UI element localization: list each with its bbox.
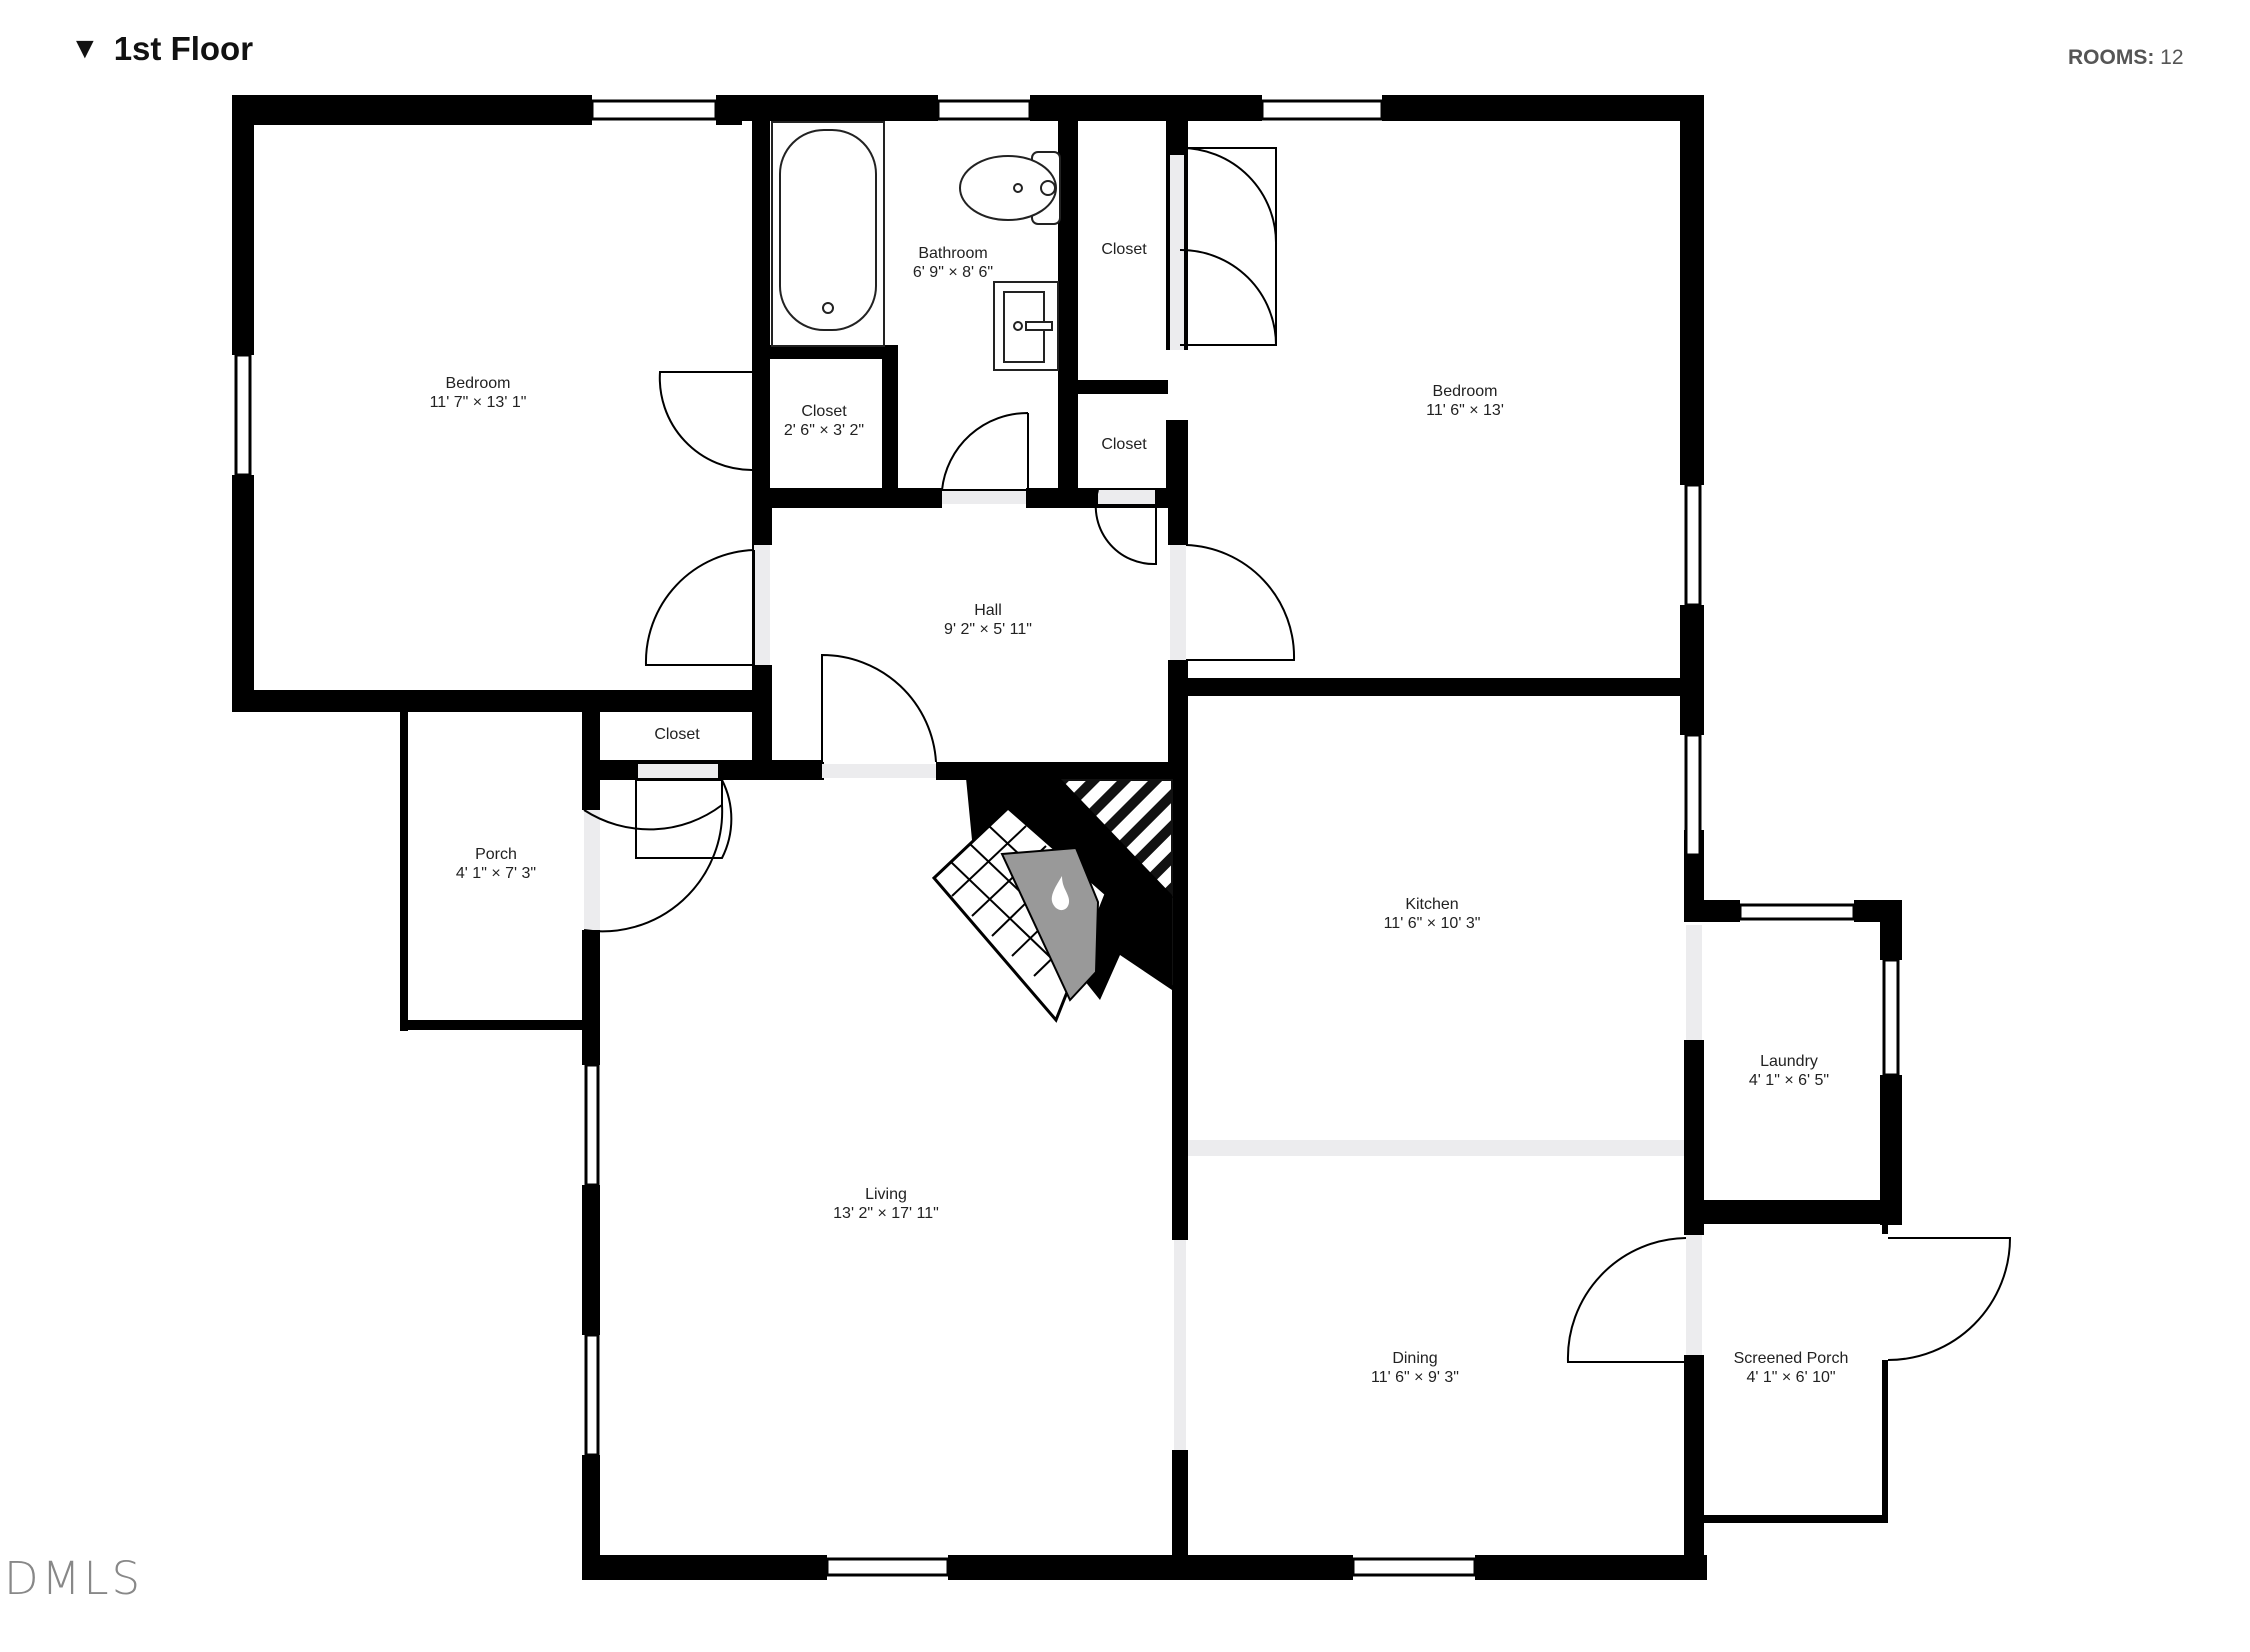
room-size: 4' 1" × 7' 3" <box>456 865 536 882</box>
room-bedroom-west[interactable]: Bedroom 11' 7" × 13' 1" <box>430 375 527 411</box>
room-name: Living <box>865 1186 907 1203</box>
room-closet-east-top[interactable]: Closet <box>1101 241 1147 258</box>
room-size: 11' 7" × 13' 1" <box>430 394 527 411</box>
room-name: Bathroom <box>918 245 987 262</box>
dmls-watermark: DMLS <box>4 1552 144 1605</box>
room-name: Closet <box>801 403 847 420</box>
room-name: Bedroom <box>446 375 511 392</box>
flame-icon <box>1051 876 1070 911</box>
room-size: 2' 6" × 3' 2" <box>784 422 864 439</box>
room-name: Hall <box>974 602 1002 619</box>
openings <box>584 155 1702 1450</box>
room-screened-porch[interactable]: Screened Porch 4' 1" × 6' 10" <box>1734 1350 1849 1386</box>
room-name: Kitchen <box>1405 896 1458 913</box>
room-laundry[interactable]: Laundry 4' 1" × 6' 5" <box>1749 1053 1829 1089</box>
room-name: Laundry <box>1760 1053 1818 1070</box>
room-name: Closet <box>654 726 700 743</box>
room-name: Dining <box>1392 1350 1437 1367</box>
rooms-value: 12 <box>2160 46 2184 69</box>
room-closet-hall[interactable]: Closet <box>654 726 700 743</box>
room-bedroom-east[interactable]: Bedroom 11' 6" × 13' <box>1426 383 1504 419</box>
room-size: 11' 6" × 9' 3" <box>1371 1369 1459 1386</box>
fireplace <box>931 778 1173 1023</box>
room-living[interactable]: Living 13' 2" × 17' 11" <box>833 1186 939 1222</box>
collapse-triangle-icon[interactable]: ▼ <box>70 32 100 65</box>
room-porch[interactable]: Porch 4' 1" × 7' 3" <box>456 846 536 882</box>
room-size: 4' 1" × 6' 5" <box>1749 1072 1829 1089</box>
windows <box>234 99 1900 1577</box>
room-bathroom[interactable]: Bathroom 6' 9" × 8' 6" <box>913 245 993 281</box>
rooms-count: ROOMS: 12 <box>2068 46 2184 70</box>
rooms-label: ROOMS: <box>2068 46 2155 69</box>
room-name: Porch <box>475 846 517 863</box>
room-size: 9' 2" × 5' 11" <box>944 621 1032 638</box>
floor-header[interactable]: ▼ 1st Floor <box>70 30 253 68</box>
bathtub-icon <box>771 121 885 347</box>
room-hall[interactable]: Hall 9' 2" × 5' 11" <box>944 602 1032 638</box>
room-size: 4' 1" × 6' 10" <box>1746 1369 1835 1386</box>
room-closet-bath[interactable]: Closet 2' 6" × 3' 2" <box>784 403 864 439</box>
room-kitchen[interactable]: Kitchen 11' 6" × 10' 3" <box>1384 896 1481 932</box>
room-closet-east-small[interactable]: Closet <box>1101 436 1147 453</box>
floor-title: 1st Floor <box>113 30 254 67</box>
room-size: 6' 9" × 8' 6" <box>913 264 993 281</box>
room-labels: Bedroom 11' 7" × 13' 1" Bathroom 6' 9" ×… <box>430 241 1849 1386</box>
doors <box>583 146 2012 1363</box>
room-name: Screened Porch <box>1734 1350 1849 1367</box>
room-size: 11' 6" × 13' <box>1426 402 1504 419</box>
room-name: Bedroom <box>1433 383 1498 400</box>
room-name: Closet <box>1101 436 1147 453</box>
room-dining[interactable]: Dining 11' 6" × 9' 3" <box>1371 1350 1459 1386</box>
room-size: 11' 6" × 10' 3" <box>1384 915 1481 932</box>
room-name: Closet <box>1101 241 1147 258</box>
room-size: 13' 2" × 17' 11" <box>833 1205 939 1222</box>
sink-icon <box>993 281 1059 371</box>
toilet-icon <box>959 151 1061 225</box>
